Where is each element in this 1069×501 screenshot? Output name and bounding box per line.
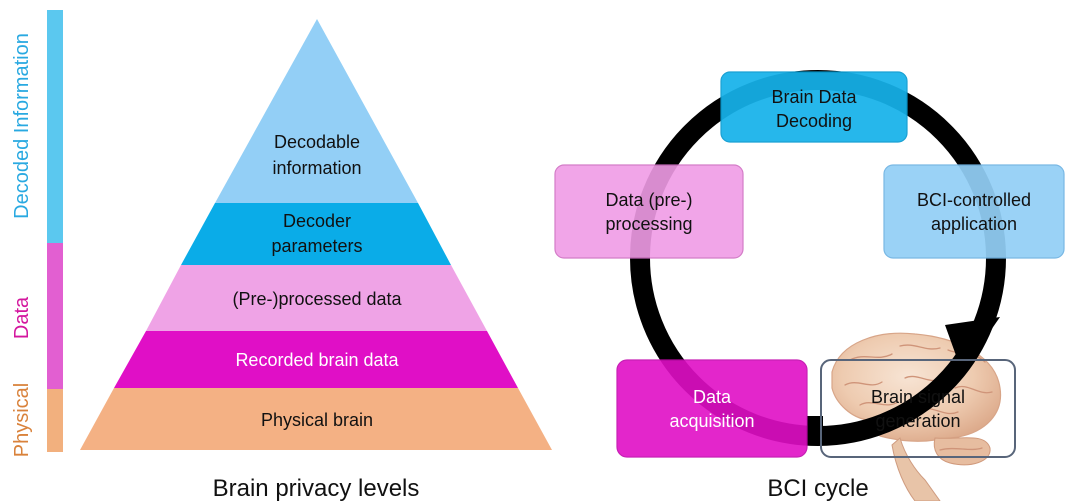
- node-bci-controlled-application: BCI-controlled application: [883, 164, 1065, 259]
- node-data-preprocessing: Data (pre-) processing: [554, 164, 744, 259]
- pyramid-label-recorded-brain-data: Recorded brain data: [235, 350, 399, 370]
- decoded-information-bar: [47, 10, 63, 243]
- pyramid-label-preprocessed-data: (Pre-)processed data: [232, 289, 402, 309]
- left-caption: Brain privacy levels: [213, 475, 420, 501]
- pyramid-label-parameters: parameters: [271, 236, 362, 256]
- data-acquisition-box: [616, 359, 808, 458]
- physical-bar: [47, 389, 63, 452]
- data-preprocessing-label-line2: processing: [605, 214, 692, 234]
- pyramid-level-decodable-information: [215, 19, 418, 203]
- bci-application-label-line2: application: [931, 214, 1017, 234]
- brain-data-decoding-box: [720, 71, 908, 143]
- bci-application-label-line1: BCI-controlled: [917, 190, 1031, 210]
- pyramid-label-decodable: Decodable: [274, 132, 360, 152]
- brain-data-decoding-label-line1: Brain Data: [771, 87, 857, 107]
- brain-signal-label-line2: generation: [875, 411, 960, 431]
- cycle-arrowhead: [945, 317, 1000, 372]
- decoded-information-label: Decoded Information: [11, 33, 33, 219]
- brain-signal-generation-box: [820, 359, 1016, 458]
- bci-controlled-application-box: [883, 164, 1065, 259]
- data-bar: [47, 243, 63, 389]
- brain-data-decoding-label-line2: Decoding: [776, 111, 852, 131]
- node-data-acquisition: Data acquisition: [616, 359, 808, 458]
- physical-label: Physical: [11, 383, 33, 457]
- data-acquisition-label-line1: Data: [693, 387, 732, 407]
- data-preprocessing-box: [554, 164, 744, 259]
- pyramid-level-recorded-brain-data: [114, 331, 518, 388]
- pyramid-label-information: information: [272, 158, 361, 178]
- pyramid-level-decoder-parameters: [181, 203, 451, 265]
- brain-signal-label-line1: Brain signal: [871, 387, 965, 407]
- data-acquisition-label-line2: acquisition: [669, 411, 754, 431]
- pyramid-label-physical-brain: Physical brain: [261, 410, 373, 430]
- brain-stem: [891, 437, 941, 501]
- brain-cerebellum: [933, 437, 991, 466]
- bci-cycle-panel: Brain Data Decoding BCI-controlled appli…: [554, 70, 1065, 501]
- node-brain-data-decoding: Brain Data Decoding: [720, 71, 908, 143]
- pyramid-level-physical-brain: [80, 388, 552, 450]
- pyramid-label-decoder: Decoder: [283, 211, 351, 231]
- right-caption: BCI cycle: [767, 475, 868, 501]
- node-brain-signal-generation: Brain signal generation: [820, 359, 1016, 458]
- privacy-pyramid: Decodable information Decoder parameters…: [80, 19, 552, 450]
- acquisition-signal-connector: [807, 416, 823, 438]
- privacy-levels-panel: Decoded Information Data Physical Decoda…: [11, 10, 552, 501]
- data-label: Data: [11, 296, 33, 339]
- data-preprocessing-label-line1: Data (pre-): [605, 190, 692, 210]
- pyramid-level-preprocessed-data: [146, 265, 487, 331]
